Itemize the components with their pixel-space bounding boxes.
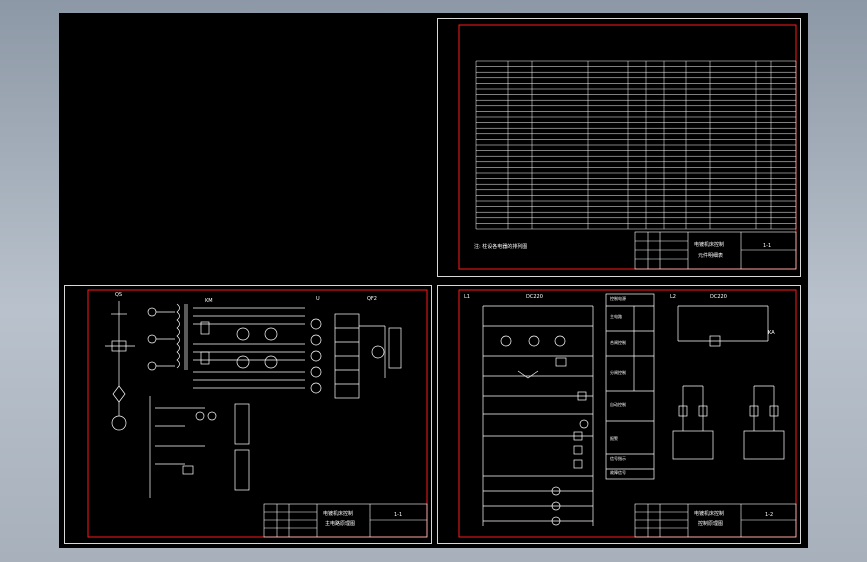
ctrl-title: 电镀机床控制 — [694, 511, 725, 517]
main-title: 电镀机床控制 — [323, 511, 354, 517]
sheet-main-circuit[interactable]: QS KM QF2 U 电镀机床控制 主电路原理图 1-1 — [64, 285, 432, 544]
main-label-main: QF2 — [367, 296, 377, 302]
control-circuit-drawing — [458, 289, 797, 538]
ctrl-label-bus-left: L1 — [464, 294, 470, 300]
function-item: 主电路 — [610, 314, 622, 319]
parts-list-sheet-no: 1-1 — [763, 243, 772, 249]
function-item: 分闸控制 — [610, 370, 626, 375]
function-item: 信号指示 — [610, 456, 626, 461]
drawing-canvas[interactable]: 注: 柱设各电器的排列图 电镀机床控制 元件明细表 1-1 — [59, 13, 808, 548]
ctrl-label-bus-right: L2 — [670, 294, 676, 300]
function-item: 合闸控制 — [610, 340, 626, 345]
main-label-breaker: QS — [115, 292, 123, 298]
empty-layout-area — [59, 13, 435, 273]
ctrl-label-supply-right: DC220 — [710, 294, 727, 300]
sheet-control-circuit[interactable]: DC220 DC220 L1 L2 KA 控制电源 主电路 合闸控制 分闸控制 … — [437, 285, 801, 544]
function-item: 故障信号 — [610, 470, 626, 475]
parts-list-note: 注: 柱设各电器的排列图 — [474, 244, 528, 250]
parts-list-subtitle: 元件明细表 — [698, 253, 724, 259]
function-item: 报警 — [610, 436, 618, 441]
function-item: 自动控制 — [610, 402, 626, 407]
main-sheet-no: 1-1 — [394, 512, 403, 518]
main-label-top: KM — [205, 298, 213, 304]
main-circuit-drawing — [87, 289, 428, 538]
main-subtitle: 主电路原理图 — [325, 521, 356, 527]
ctrl-sheet-no: 1-2 — [765, 512, 774, 518]
parts-list-title: 电镀机床控制 — [694, 242, 725, 248]
ctrl-subtitle: 控制原理图 — [698, 521, 724, 527]
ctrl-label-relay: KA — [768, 330, 775, 336]
sheet-parts-list[interactable]: 注: 柱设各电器的排列图 电镀机床控制 元件明细表 1-1 — [437, 18, 801, 277]
ctrl-label-supply: DC220 — [526, 294, 543, 300]
function-item: 控制电源 — [610, 296, 626, 301]
main-label-module: U — [316, 296, 320, 302]
parts-list-drawing — [458, 24, 797, 270]
